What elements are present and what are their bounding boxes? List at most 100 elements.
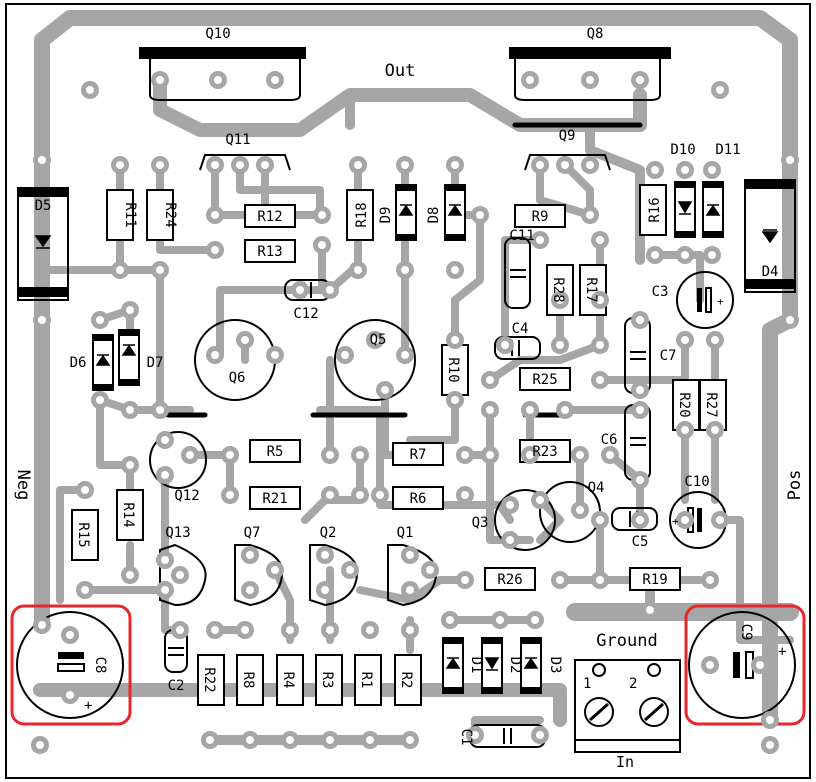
pad-hole <box>271 76 279 84</box>
pad-hole <box>321 551 329 559</box>
pad-hole <box>156 406 164 414</box>
pad-hole <box>236 161 244 169</box>
pad-hole <box>226 451 234 459</box>
label-r25: R25 <box>532 372 557 388</box>
label-c8: C8 <box>92 657 108 674</box>
pad-hole <box>576 506 584 514</box>
pad-hole <box>636 386 644 394</box>
pad-hole <box>126 406 134 414</box>
label-d11: D11 <box>715 142 740 158</box>
label-r13: R13 <box>257 244 282 260</box>
pad-hole <box>706 661 714 669</box>
pad-hole <box>86 86 94 94</box>
pad-hole <box>321 586 329 594</box>
pad-hole <box>156 161 164 169</box>
right-rail-trace <box>762 152 798 728</box>
c8-highlight-box <box>10 604 132 726</box>
pad-hole <box>96 316 104 324</box>
pad-hole <box>576 451 584 459</box>
label-r14: R14 <box>120 502 136 527</box>
pad-hole <box>211 161 219 169</box>
pad-hole <box>326 626 334 634</box>
label-r24: R24 <box>162 202 178 227</box>
pad-hole <box>241 336 249 344</box>
label-q10: Q10 <box>205 26 230 42</box>
pad-hole <box>506 536 514 544</box>
label-neg: Neg <box>13 470 33 501</box>
label-r22: R22 <box>201 667 217 692</box>
pad-hole <box>561 161 569 169</box>
label-c5: C5 <box>632 534 649 550</box>
diode-symbols <box>34 201 779 671</box>
pad-hole <box>536 236 544 244</box>
pad-hole <box>646 606 654 614</box>
pad-hole <box>406 586 414 594</box>
pad-hole <box>461 491 469 499</box>
pad-hole <box>461 451 469 459</box>
pad-hole <box>36 741 44 749</box>
pad-hole <box>596 376 604 384</box>
pad-hole <box>596 341 604 349</box>
pad-hole <box>786 156 794 164</box>
pad-hole <box>716 516 724 524</box>
pad-hole <box>526 451 534 459</box>
pad-hole <box>161 436 169 444</box>
pad-hole <box>186 451 194 459</box>
label-q9: Q9 <box>559 128 576 144</box>
label-r17: R17 <box>583 277 599 302</box>
pad-hole <box>246 736 254 744</box>
label-r27: R27 <box>703 392 719 417</box>
label-c8-plus: + <box>84 698 92 714</box>
pad-hole <box>406 736 414 744</box>
label-q7: Q7 <box>244 525 261 541</box>
label-pos: Pos <box>785 470 805 501</box>
pad-hole <box>81 586 89 594</box>
pad-hole <box>211 351 219 359</box>
pad-hole <box>711 426 719 434</box>
pad-hole <box>786 316 794 324</box>
label-terminal-1: 1 <box>583 676 591 692</box>
pad-hole <box>116 266 124 274</box>
label-c10-plus: + <box>672 515 679 528</box>
pad-hole <box>651 166 659 174</box>
label-r23: R23 <box>532 444 557 460</box>
pad-hole <box>286 626 294 634</box>
pad-hole <box>536 496 544 504</box>
pad-hole <box>586 76 594 84</box>
pad-hole <box>486 451 494 459</box>
pad-hole <box>716 86 724 94</box>
pad-hole <box>506 501 514 509</box>
rotated-labels: R11 R24 R18 D9 D8 R16 R28 R17 R10 R20 R2… <box>13 197 805 745</box>
pads <box>31 71 799 754</box>
pad-hole <box>371 336 379 344</box>
pad-hole <box>156 266 164 274</box>
label-d10: D10 <box>670 142 695 158</box>
pad-hole <box>606 451 614 459</box>
pad-hole <box>96 396 104 404</box>
pad-hole <box>381 386 389 394</box>
pad-hole <box>406 551 414 559</box>
pad-hole <box>346 566 354 574</box>
pad-hole <box>176 626 184 634</box>
pad-hole <box>326 491 334 499</box>
pad-hole <box>211 626 219 634</box>
label-c12: C12 <box>293 306 318 322</box>
pad-hole <box>451 336 459 344</box>
pad-hole <box>426 566 434 574</box>
pad-hole <box>596 236 604 244</box>
pad-hole <box>126 306 134 314</box>
pad-hole <box>326 286 334 294</box>
label-c3: C3 <box>652 284 669 300</box>
pad-hole <box>708 251 716 259</box>
label-r11: R11 <box>122 202 138 227</box>
c9-highlight-box <box>684 604 806 726</box>
pad-hole <box>586 161 594 169</box>
pad-hole <box>206 736 214 744</box>
pad-hole <box>596 296 604 304</box>
label-terminal-2: 2 <box>629 676 637 692</box>
label-q12: Q12 <box>174 488 199 504</box>
label-d5: D5 <box>35 198 52 214</box>
label-r10: R10 <box>445 357 461 382</box>
label-d6: D6 <box>70 355 87 371</box>
pad-hole <box>586 211 594 219</box>
